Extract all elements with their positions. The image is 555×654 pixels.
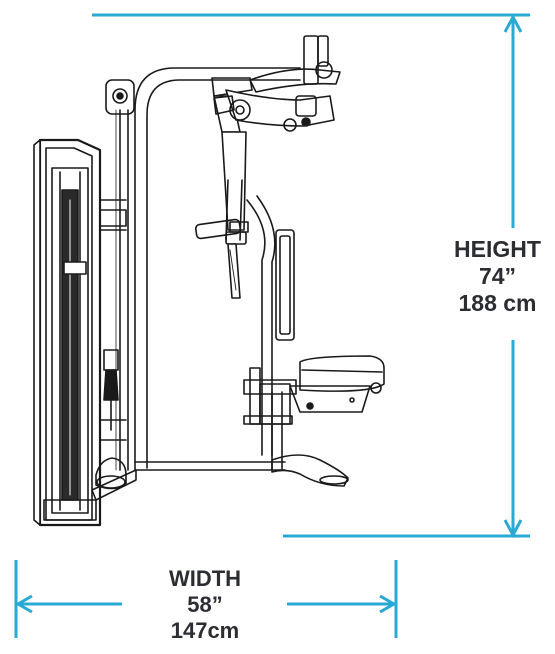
width-label-metric: 147cm	[170, 617, 240, 643]
weight-stack-tower	[33, 138, 127, 527]
height-label-title: HEIGHT	[454, 236, 541, 262]
height-arrow-bottom-icon	[503, 519, 523, 539]
seat-assembly	[289, 355, 385, 413]
width-arrow-left-icon	[14, 594, 33, 614]
width-label-title: WIDTH	[168, 566, 242, 591]
width-arrow-right-icon	[379, 594, 398, 614]
height-dimension	[92, 13, 530, 539]
pivot-assembly	[211, 35, 341, 133]
pec-fly-machine-drawing-icon	[33, 35, 385, 527]
width-label-imperial: 58”	[187, 591, 223, 617]
width-label: WIDTH 58” 147cm	[140, 566, 270, 644]
back-pad	[275, 229, 295, 341]
main-frame	[134, 67, 301, 471]
height-label-metric: 188 cm	[458, 290, 537, 317]
handle-arm	[194, 131, 249, 299]
base-foot	[91, 454, 349, 501]
seat-post	[243, 367, 297, 471]
height-arrow-top-icon	[503, 13, 523, 33]
height-label-imperial: 74”	[478, 263, 517, 290]
width-dimension	[14, 560, 398, 638]
height-label: HEIGHT 74” 188 cm	[440, 236, 555, 317]
frame-posts	[105, 79, 135, 471]
